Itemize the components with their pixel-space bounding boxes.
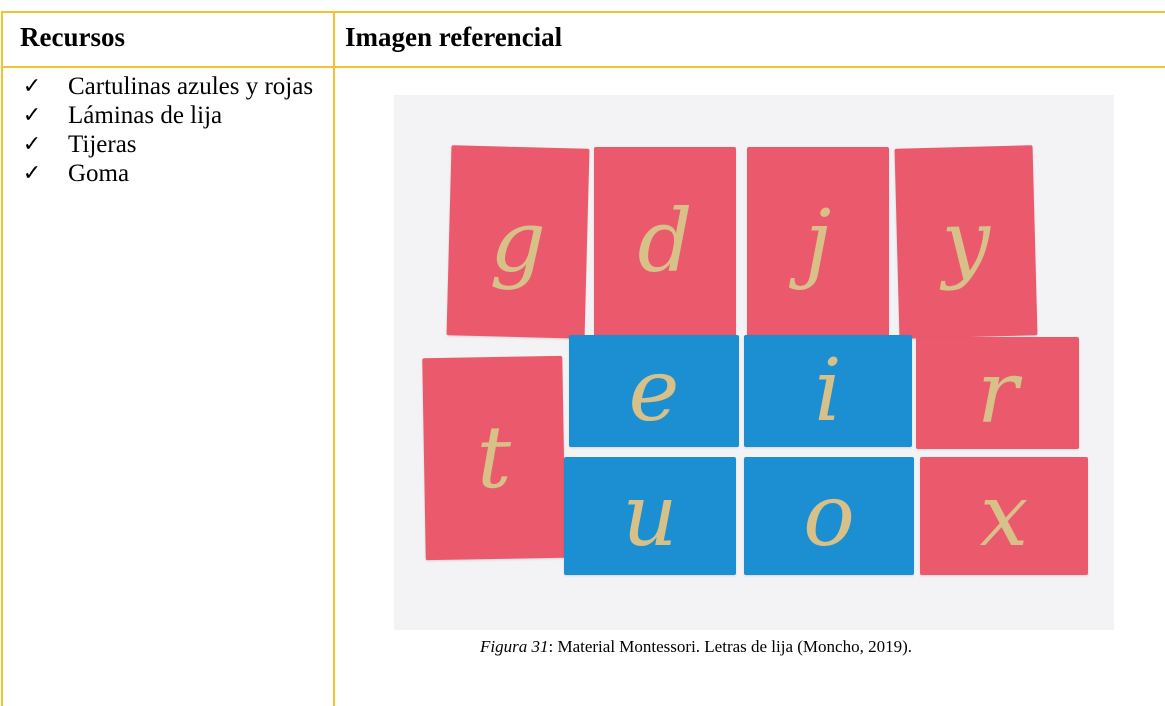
- caption-text: : Material Montessori. Letras de lija (M…: [548, 637, 913, 656]
- table-header-border: [1, 66, 1165, 68]
- table-column-divider: [333, 11, 335, 706]
- resource-label: Cartulinas azules y rojas: [68, 73, 314, 100]
- letter-card-u: u: [564, 457, 736, 575]
- letter-card-o: o: [744, 457, 914, 575]
- checkmark-icon: ✓: [22, 161, 42, 186]
- letter-card-e: e: [569, 335, 739, 447]
- figure-caption: Figura 31: Material Montessori. Letras d…: [480, 637, 912, 657]
- list-item: ✓ Tijeras: [20, 130, 325, 159]
- list-item: ✓ Láminas de lija: [20, 101, 325, 130]
- letter-card-r: r: [916, 337, 1079, 449]
- table-left-border: [1, 11, 3, 706]
- checkmark-icon: ✓: [22, 132, 42, 157]
- letter-card-d: d: [594, 147, 736, 337]
- checkmark-icon: ✓: [22, 103, 42, 128]
- letter-card-j: j: [747, 147, 889, 337]
- resource-label: Tijeras: [68, 131, 137, 158]
- list-item: ✓ Goma: [20, 159, 325, 188]
- resource-label: Goma: [68, 160, 130, 187]
- header-recursos: Recursos: [20, 22, 125, 52]
- list-item: ✓ Cartulinas azules y rojas: [20, 72, 325, 101]
- resource-label: Láminas de lija: [68, 102, 223, 129]
- letter-card-y: y: [894, 145, 1038, 339]
- letter-card-i: i: [744, 335, 912, 447]
- letter-card-t: t: [422, 355, 566, 561]
- sandpaper-letters-photo: g d j y t e i r u o x: [394, 95, 1114, 630]
- table-top-border: [1, 11, 1165, 13]
- letter-card-g: g: [446, 145, 590, 339]
- letter-card-x: x: [920, 457, 1088, 575]
- resources-list: ✓ Cartulinas azules y rojas ✓ Láminas de…: [20, 72, 325, 188]
- figure-number: Figura 31: [480, 637, 549, 656]
- header-imagen-referencial: Imagen referencial: [345, 22, 563, 52]
- checkmark-icon: ✓: [22, 74, 42, 99]
